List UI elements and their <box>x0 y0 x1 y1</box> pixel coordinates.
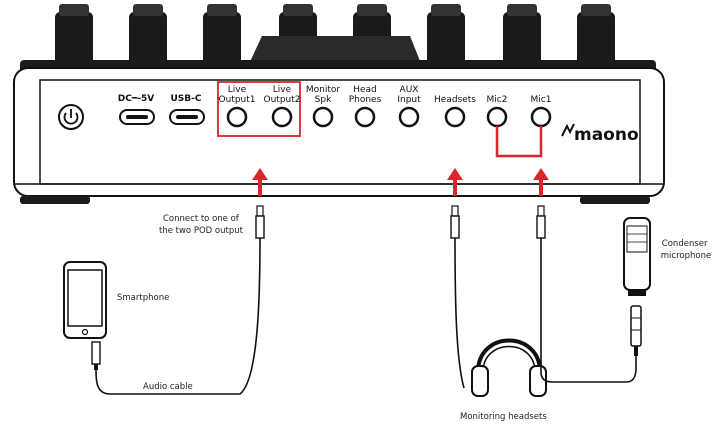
port-label-mic1: Mic1 <box>531 95 552 105</box>
mic2-jack[interactable] <box>486 106 508 128</box>
arrow-headsets <box>447 168 463 196</box>
aux-input-jack[interactable] <box>398 106 420 128</box>
smartphone-icon <box>63 261 107 339</box>
dc-port[interactable] <box>119 109 155 125</box>
port-label-live2-a: Live <box>273 85 292 95</box>
port-label-live1-b: Output1 <box>219 95 256 105</box>
headsets-cable <box>450 205 465 389</box>
audio-interface-body <box>13 60 665 204</box>
label-condenser-line1: Condenser <box>662 239 708 249</box>
condenser-microphone-icon <box>623 217 651 296</box>
port-label-mic2: Mic2 <box>487 95 508 105</box>
port-label-headphones-a: Head <box>353 85 377 95</box>
knob-2 <box>129 4 167 74</box>
mic1-jack[interactable] <box>530 106 552 128</box>
knob-row <box>55 4 615 74</box>
maono-logo: maono <box>561 123 639 145</box>
headphones-icon <box>471 338 547 397</box>
arrow-live-output <box>252 168 268 196</box>
label-connect-line2: the two POD output <box>159 226 244 236</box>
microphone-cable <box>536 205 642 383</box>
live-output1-jack[interactable] <box>226 106 248 128</box>
power-icon <box>63 109 79 125</box>
port-label-aux-a: AUX <box>400 85 419 95</box>
port-label-monitor-a: Monitor <box>306 85 341 95</box>
port-label-usbc: USB-C <box>171 94 202 104</box>
arrow-mic1 <box>533 168 549 196</box>
knob-6 <box>427 4 465 74</box>
audio-cable-smartphone <box>91 205 265 395</box>
power-button[interactable] <box>58 104 84 130</box>
knob-8 <box>577 4 615 74</box>
label-connect-line1: Connect to one of <box>163 214 240 224</box>
port-label-headphones-b: Phones <box>349 95 382 105</box>
brand-text: maono <box>574 125 639 145</box>
port-label-headsets: Headsets <box>434 95 476 105</box>
knob-7 <box>503 4 541 74</box>
port-label-dc: DC━‑5V <box>118 94 154 104</box>
usbc-port[interactable] <box>169 109 205 125</box>
monitor-spk-jack[interactable] <box>312 106 334 128</box>
mic-link-bracket <box>495 126 543 158</box>
knob-1 <box>55 4 93 74</box>
live-output2-jack[interactable] <box>271 106 293 128</box>
headphones-jack[interactable] <box>354 106 376 128</box>
port-label-live2-b: Output2 <box>264 95 301 105</box>
label-condenser-line2: microphone <box>661 251 711 261</box>
knob-3 <box>203 4 241 74</box>
label-monitoring-headsets: Monitoring headsets <box>460 412 547 422</box>
label-audio-cable: Audio cable <box>143 382 193 392</box>
port-label-monitor-b: Spk <box>315 95 332 105</box>
svg-text:Condenser microphone: Condenser microphone <box>661 239 711 261</box>
label-smartphone: Smartphone <box>117 293 169 303</box>
port-label-live1-a: Live <box>228 85 247 95</box>
svg-text:Connect to one of the two: Connect to one of the two POD output <box>159 214 244 236</box>
headsets-jack[interactable] <box>444 106 466 128</box>
port-label-aux-b: Input <box>397 95 421 105</box>
live-output-highlight <box>217 81 301 137</box>
